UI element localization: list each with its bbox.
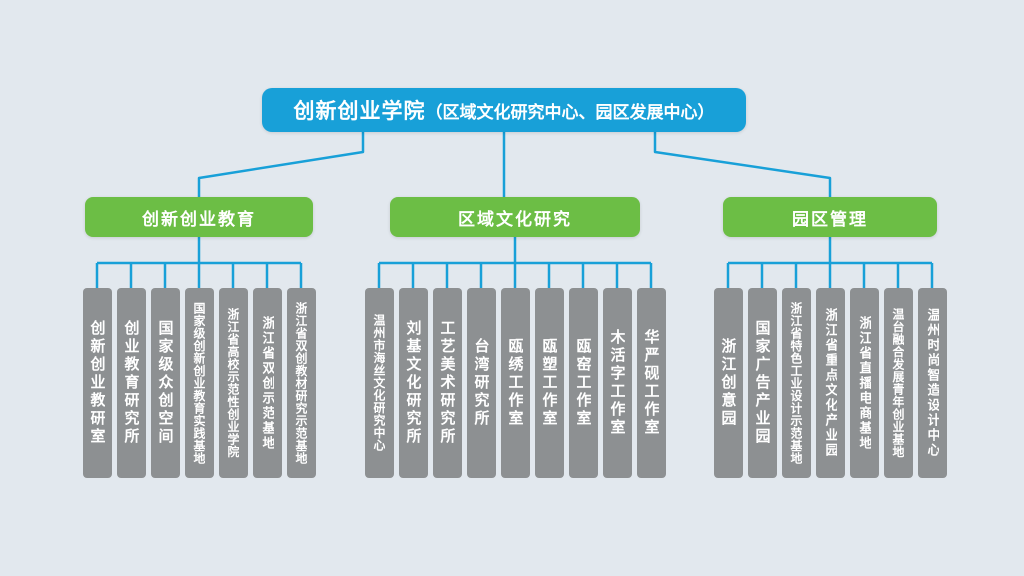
leaf-label: 瓯塑工作室: [541, 338, 557, 428]
branch-label: 园区管理: [792, 209, 868, 230]
leaf-node: 浙江省直播电商基地: [849, 288, 879, 478]
leaf-label: 创新创业教研室: [89, 320, 105, 446]
leaf-node: 瓯塑工作室: [534, 288, 564, 478]
leaf-label: 工艺美术研究所: [439, 320, 455, 446]
leaf-node: 国家广告产业园: [747, 288, 777, 478]
leaf-node: 瓯窑工作室: [568, 288, 598, 478]
leaf-label: 瓯绣工作室: [507, 338, 523, 428]
leaf-node: 浙江省重点文化产业园: [815, 288, 845, 478]
leaf-label: 木活字工作室: [609, 329, 625, 437]
leaf-node: 浙江省双创教材研究示范基地: [286, 288, 316, 478]
leaf-label: 浙江省高校示范性创业学院: [227, 308, 239, 458]
branch-regional-culture-research: 区域文化研究: [390, 197, 640, 237]
root-node: 创新创业学院（区域文化研究中心、园区发展中心）: [262, 88, 746, 132]
leaf-label: 国家级创新创业教育实践基地: [193, 301, 205, 465]
leaf-label: 浙江省双创教材研究示范基地: [295, 301, 307, 465]
leaf-node: 浙江省特色工业设计示范基地: [781, 288, 811, 478]
leaf-label: 刘基文化研究所: [405, 320, 421, 446]
root-title: 创新创业学院: [293, 99, 426, 123]
leaf-node: 创新创业教研室: [82, 288, 112, 478]
leaf-label: 温台融合发展青年创业基地: [892, 308, 904, 458]
leaf-node: 瓯绣工作室: [500, 288, 530, 478]
leaf-node: 台湾研究所: [466, 288, 496, 478]
leaf-label: 台湾研究所: [473, 338, 489, 428]
leaf-label: 浙江省特色工业设计示范基地: [790, 301, 802, 465]
leaf-label: 浙江省直播电商基地: [857, 315, 871, 451]
leaf-label: 温州市海丝文化研究中心: [373, 314, 385, 452]
leaf-node: 浙江省高校示范性创业学院: [218, 288, 248, 478]
leaf-node: 浙江创意园: [713, 288, 743, 478]
leaf-node: 创业教育研究所: [116, 288, 146, 478]
leaf-node: 国家级众创空间: [150, 288, 180, 478]
leaf-node: 刘基文化研究所: [398, 288, 428, 478]
branch-label: 创新创业教育: [142, 209, 256, 230]
leaf-node: 浙江省双创示范基地: [252, 288, 282, 478]
leaf-node: 工艺美术研究所: [432, 288, 462, 478]
leaf-node: 国家级创新创业教育实践基地: [184, 288, 214, 478]
leaf-label: 浙江省双创示范基地: [260, 315, 274, 451]
leaf-label: 温州时尚智造设计中心: [925, 308, 939, 458]
leaf-label: 华严砚工作室: [643, 329, 659, 437]
root-subtitle: （区域文化研究中心、园区发展中心）: [425, 102, 715, 123]
leaf-node: 温台融合发展青年创业基地: [883, 288, 913, 478]
leaf-label: 创业教育研究所: [123, 320, 139, 446]
leaf-label: 国家级众创空间: [157, 320, 173, 446]
leaf-label: 浙江省重点文化产业园: [823, 308, 837, 458]
leaf-node: 华严砚工作室: [636, 288, 666, 478]
branch-innovation-education: 创新创业教育: [85, 197, 313, 237]
leaf-node: 木活字工作室: [602, 288, 632, 478]
branch-label: 区域文化研究: [458, 209, 572, 230]
leaf-node: 温州市海丝文化研究中心: [364, 288, 394, 478]
branch-park-management: 园区管理: [723, 197, 937, 237]
leaf-node: 温州时尚智造设计中心: [917, 288, 947, 478]
leaf-label: 国家广告产业园: [754, 320, 770, 446]
leaf-label: 瓯窑工作室: [575, 338, 591, 428]
leaf-label: 浙江创意园: [720, 338, 736, 428]
